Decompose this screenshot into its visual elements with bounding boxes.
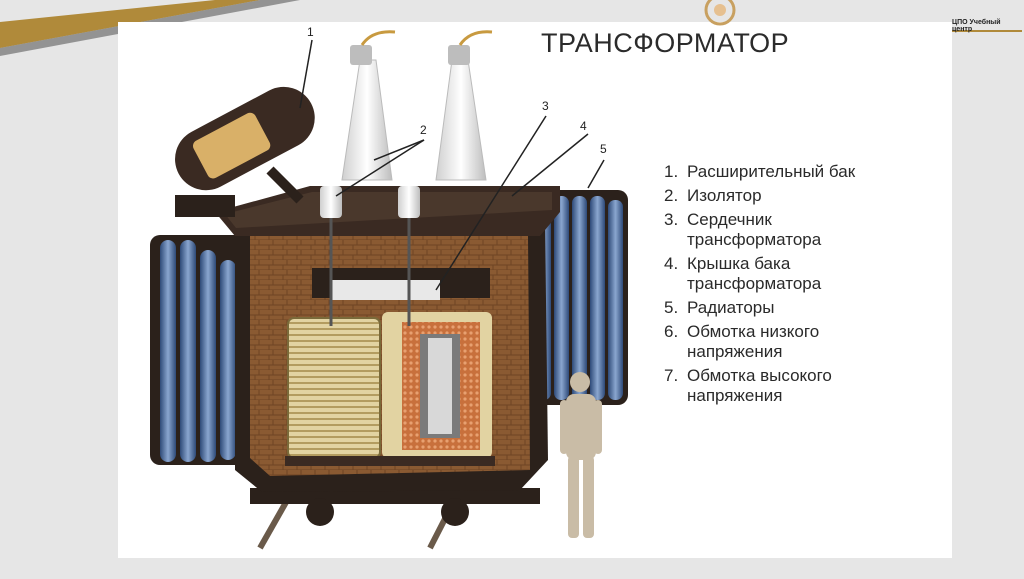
logo-gear-icon (704, 0, 736, 26)
legend-item: 2. Изолятор (664, 186, 934, 206)
legend-text: Обмотка низкого напряжения (687, 322, 820, 361)
legend-text: Сердечник трансформатора (687, 210, 822, 249)
legend-text: Изолятор (687, 186, 762, 205)
legend-text: Расширительный бак (687, 162, 856, 181)
legend-item: 1. Расширительный бак (664, 162, 934, 182)
brand-underline (952, 30, 1022, 32)
core-laminations (330, 280, 440, 300)
legend-text: Крышка бака трансформатора (687, 254, 822, 293)
callout-leaders (299, 39, 605, 291)
legend-number: 1. (664, 162, 679, 181)
legend-number: 7. (664, 366, 679, 385)
core-base (285, 456, 495, 466)
expansion-tank (175, 86, 315, 217)
legend-number: 6. (664, 322, 679, 341)
callout-4: 4 (580, 119, 587, 133)
legend-item: 4. Крышка бака трансформатора (664, 254, 934, 294)
legend-text: Обмотка высокого напряжения (687, 366, 832, 405)
callout-5: 5 (600, 142, 607, 156)
callout-1: 1 (307, 25, 314, 39)
brand-label: ЦПО Учебный центр (952, 19, 1001, 33)
slide-title: ТРАНСФОРМАТОР (541, 28, 790, 58)
legend-text: Радиаторы (687, 298, 775, 317)
transformer-illustration: 1 2 3 4 5 (150, 25, 628, 550)
legend-number: 3. (664, 210, 679, 229)
legend-item: 7. Обмотка высокого напряжения (664, 366, 934, 406)
legend-item: 6. Обмотка низкого напряжения (664, 322, 934, 362)
high-voltage-bushings (341, 30, 493, 181)
legend-item: 3. Сердечник трансформатора (664, 210, 934, 250)
legend-list: 1. Расширительный бак 2. Изолятор 3. Сер… (664, 162, 934, 410)
low-voltage-winding (287, 317, 381, 459)
callout-3: 3 (542, 99, 549, 113)
small-insulators (320, 186, 420, 326)
callout-2: 2 (420, 123, 427, 137)
right-radiator (528, 190, 628, 405)
high-voltage-winding (382, 312, 492, 458)
legend-number: 4. (664, 254, 679, 273)
legend-number: 5. (664, 298, 679, 317)
legend-item: 5. Радиаторы (664, 298, 934, 318)
legend-number: 2. (664, 186, 679, 205)
person-silhouette (560, 372, 602, 538)
tank-cover-top (225, 192, 552, 228)
